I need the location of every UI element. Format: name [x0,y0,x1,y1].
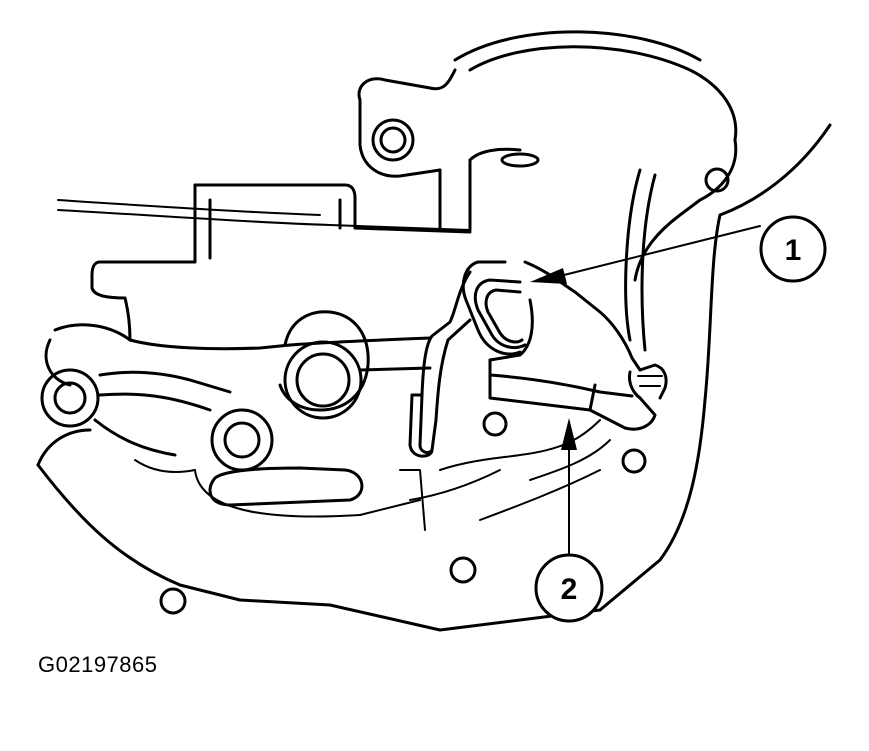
case-outline [36,30,832,632]
shaft-boss [278,310,370,420]
figure-id-label: G02197865 [38,652,158,677]
callout-1: 1 [530,215,827,284]
valve-body [44,147,611,531]
retaining-spring [408,260,527,458]
servo-bracket [488,260,668,431]
arrowhead-2 [561,418,577,450]
callout-label-1: 1 [785,234,802,267]
callout-circle-1 [759,215,827,283]
arrowhead-1 [530,268,567,284]
bolt-holes [40,118,730,615]
leader-line-1 [559,225,761,277]
callout-label-2: 2 [561,573,578,606]
callout-2: 2 [534,418,604,623]
callout-circle-2 [534,553,604,623]
